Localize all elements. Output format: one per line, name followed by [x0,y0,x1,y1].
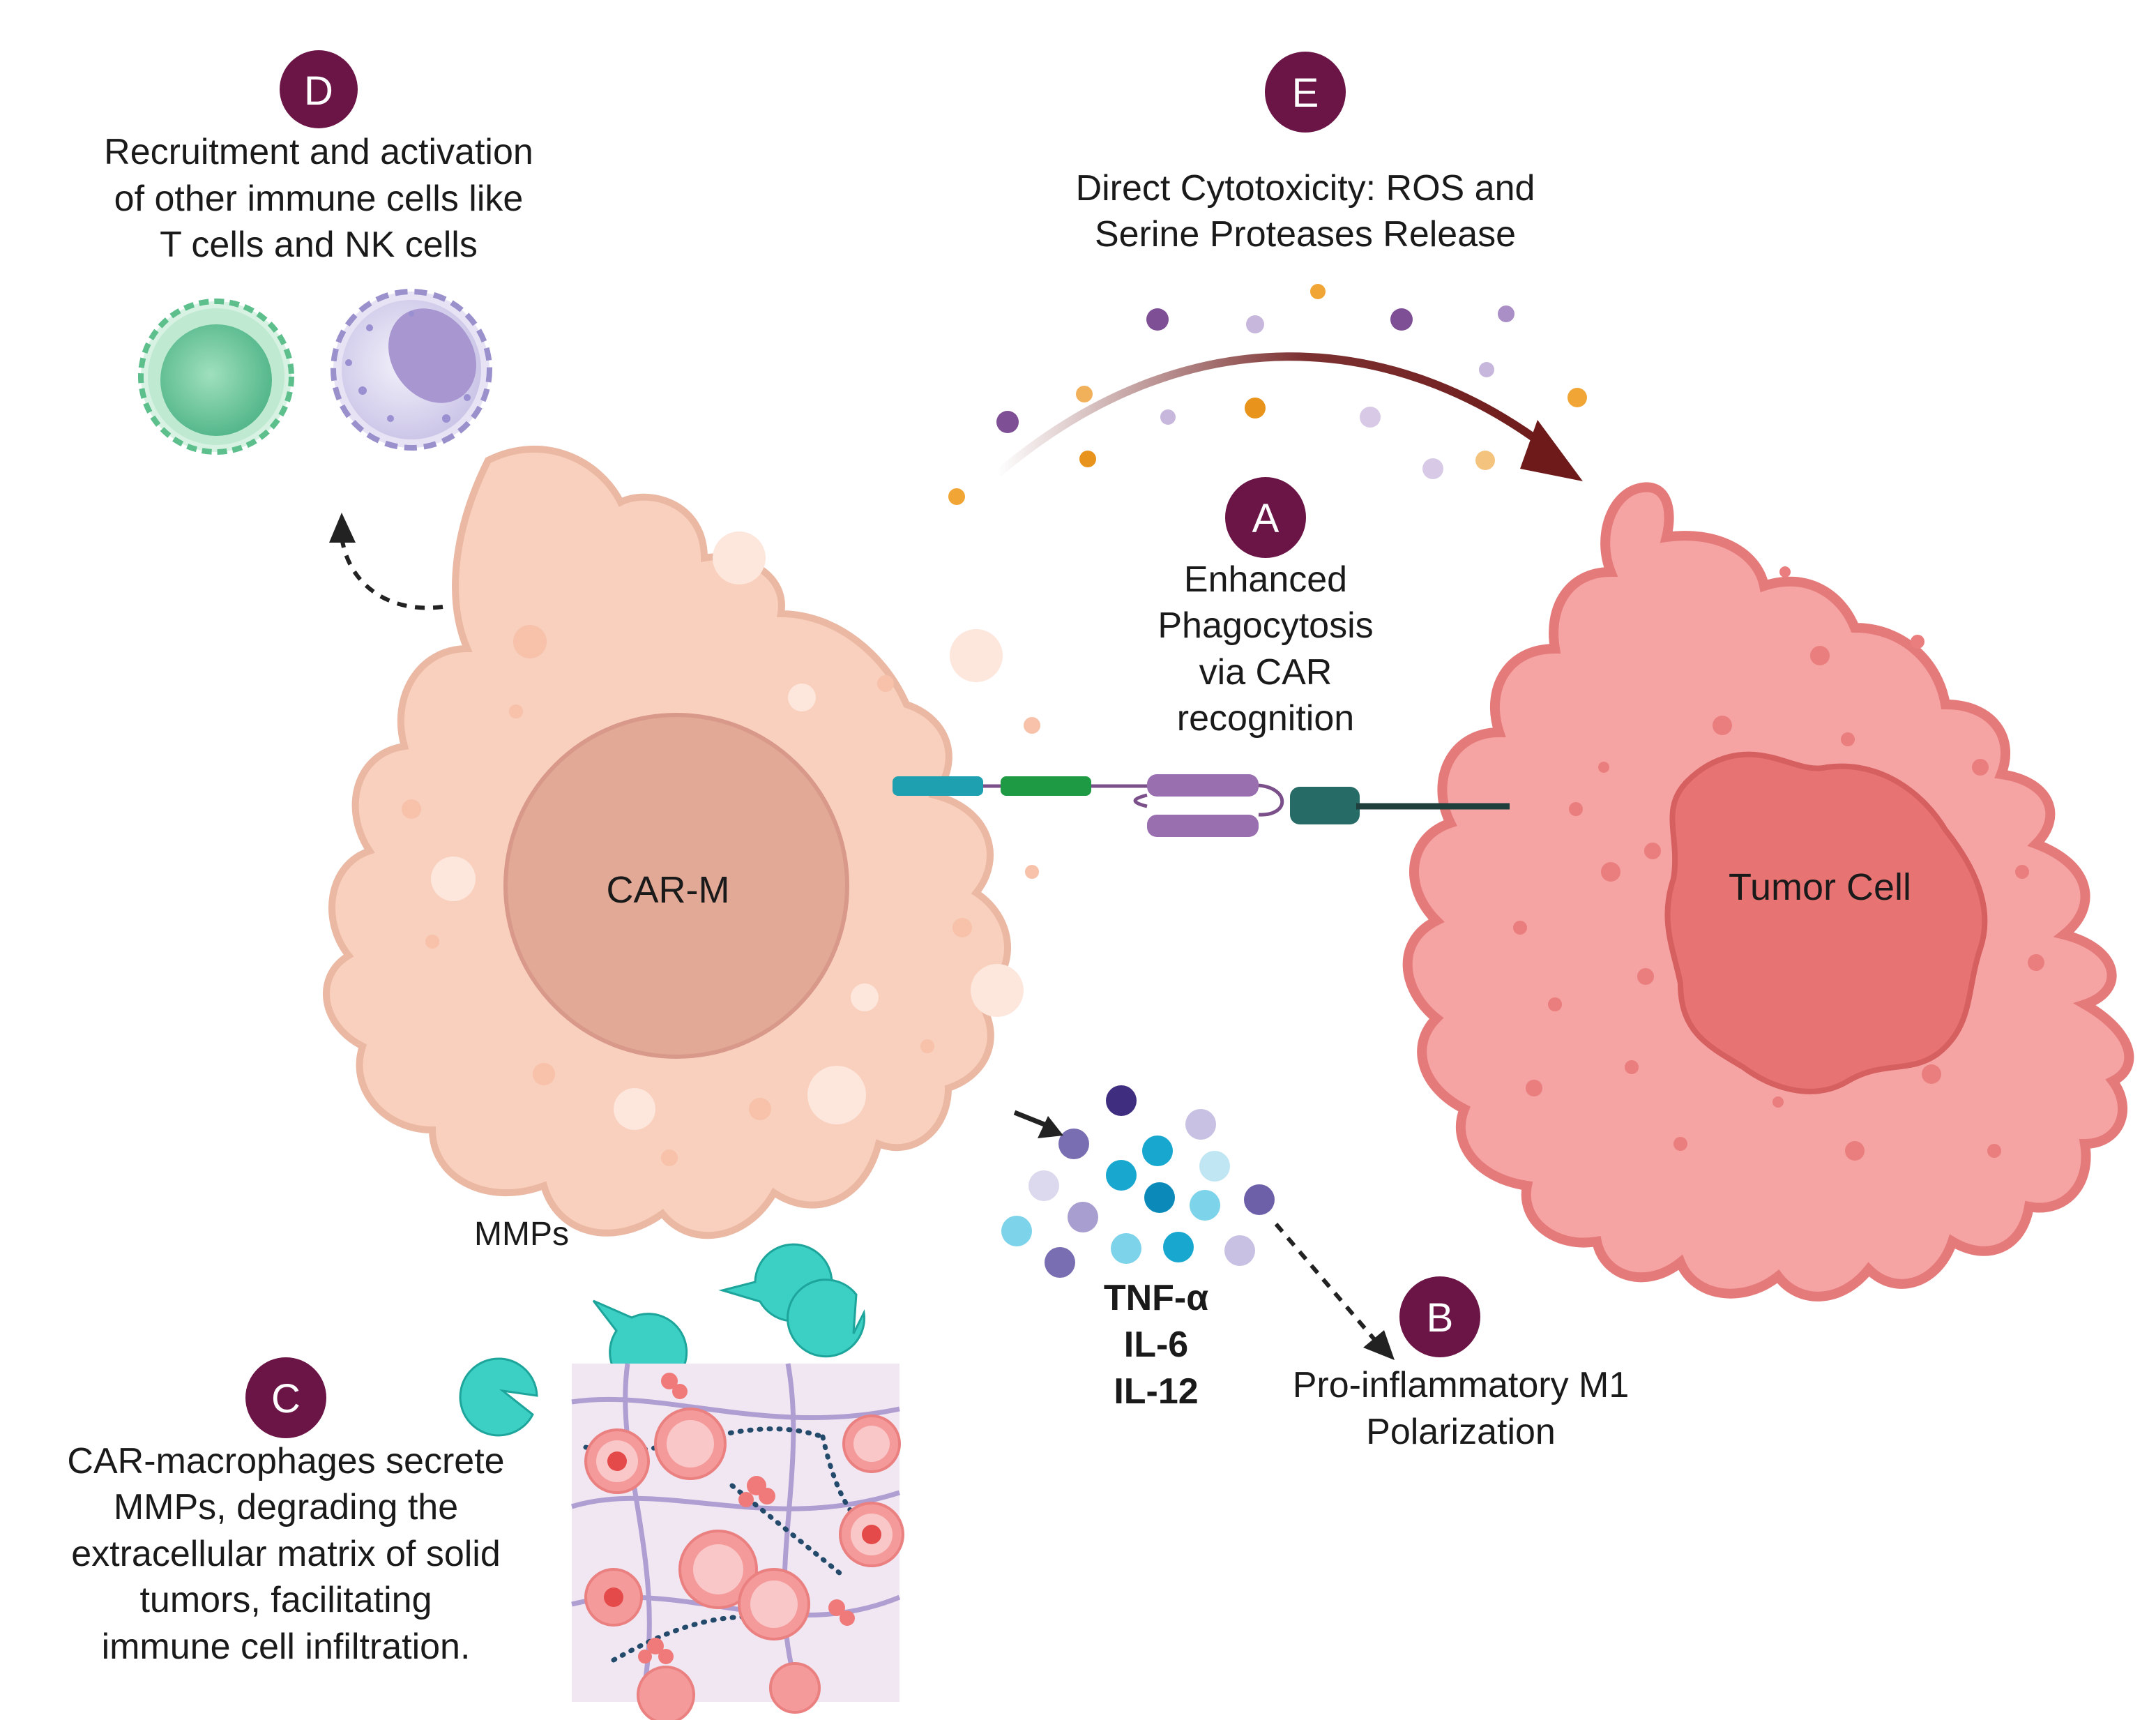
cytokine-release-arrow [1013,1110,1051,1129]
svg-text:T cells and NK cells: T cells and NK cells [160,225,478,265]
nk-cell [331,289,492,451]
badge-a: A [1225,477,1306,558]
svg-text:Polarization: Polarization [1366,1412,1556,1452]
ecm-tissue-panel [570,1363,904,1720]
svg-text:tumors, facilitating: tumors, facilitating [139,1580,432,1620]
svg-text:Serine Proteases Release: Serine Proteases Release [1095,214,1516,255]
car-scfv-upper [1147,774,1259,797]
svg-text:CAR-macrophages secrete: CAR-macrophages secrete [67,1441,504,1481]
car-receptor [893,774,1510,837]
car-m-vesicles [402,531,1040,1166]
polarization-arrow [1274,1223,1379,1344]
label-e: Direct Cytotoxicity: ROS and Serine Prot… [1076,168,1535,255]
car-m-nucleus [503,713,849,1059]
svg-text:of other immune cells like: of other immune cells like [114,179,524,219]
svg-text:C: C [271,1376,301,1421]
svg-text:B: B [1427,1295,1454,1341]
svg-text:Pro-inflammatory M1: Pro-inflammatory M1 [1293,1365,1630,1405]
cytotoxicity-arrow [994,352,1583,481]
badge-e: E [1265,52,1346,133]
svg-text:extracellular matrix of solid: extracellular matrix of solid [71,1534,501,1574]
tumor-antigen-head [1290,787,1360,824]
svg-text:E: E [1292,70,1319,116]
svg-text:A: A [1252,496,1280,541]
svg-text:Enhanced: Enhanced [1184,559,1347,600]
badge-c: C [245,1357,326,1438]
cytokine-tnf-label: TNF-α [1104,1278,1208,1318]
label-d: Recruitment and activation of other immu… [104,132,533,265]
svg-text:Recruitment and activation: Recruitment and activation [104,132,533,172]
t-cell [138,299,294,455]
car-domain-teal [893,776,983,796]
mmp-enzymes [459,1243,866,1437]
cytokine-cluster [1001,1085,1275,1278]
svg-text:immune cell infiltration.: immune cell infiltration. [102,1627,471,1667]
car-m-label: CAR-M [607,869,730,911]
tumor-cell: Tumor Cell [1402,482,2134,1302]
mmps-label: MMPs [474,1216,569,1253]
tumor-speckles [1513,566,2044,1161]
svg-text:recognition: recognition [1177,698,1354,739]
svg-text:MMPs, degrading the: MMPs, degrading the [114,1487,458,1527]
recruitment-arrow [340,536,443,610]
svg-text:D: D [304,68,333,114]
ros-particles [948,284,1587,505]
tumor-nucleus [1664,751,1988,1094]
cytokine-il12-label: IL-12 [1114,1371,1198,1412]
badge-b: B [1399,1276,1480,1357]
svg-text:Phagocytosis: Phagocytosis [1157,605,1373,646]
label-c: CAR-macrophages secrete MMPs, degrading … [67,1441,504,1667]
label-b: Pro-inflammatory M1 Polarization [1293,1365,1630,1452]
tumor-label: Tumor Cell [1729,866,1911,908]
svg-text:Direct Cytotoxicity: ROS and: Direct Cytotoxicity: ROS and [1076,168,1535,209]
car-scfv-lower [1147,815,1259,837]
svg-text:via CAR: via CAR [1199,652,1333,693]
car-domain-green [1001,776,1091,796]
car-m-cell: CAR-M [323,446,1040,1239]
cytokine-il6-label: IL-6 [1124,1325,1188,1365]
label-a: Enhanced Phagocytosis via CAR recognitio… [1157,559,1373,739]
badge-d: D [280,50,358,128]
